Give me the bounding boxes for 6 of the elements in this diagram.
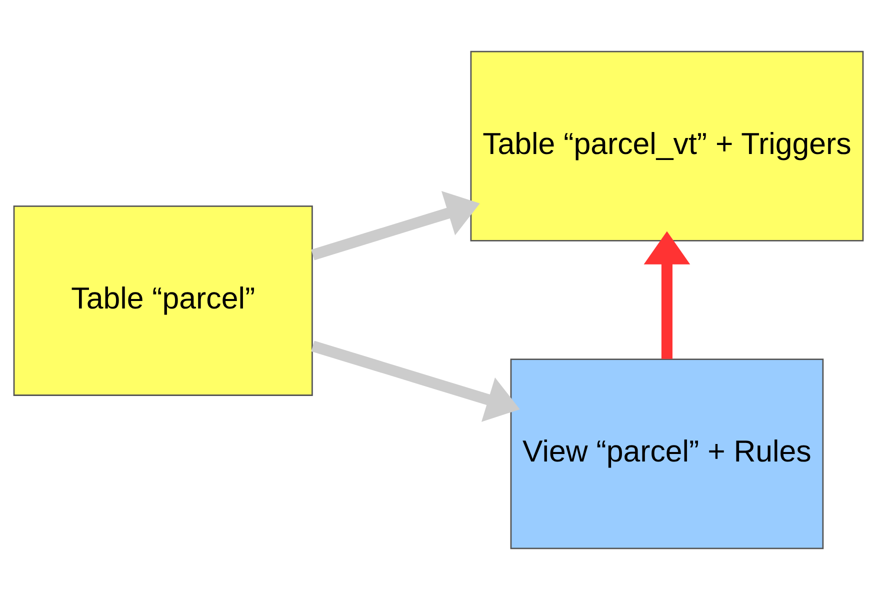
- node-box: Table “parcel_vt” + Triggers: [470, 50, 864, 242]
- node-box: Table “parcel”: [13, 205, 313, 396]
- node-box: View “parcel” + Rules: [510, 358, 824, 550]
- arrow: [311, 191, 480, 260]
- arrow: [311, 340, 520, 422]
- arrow: [644, 231, 690, 359]
